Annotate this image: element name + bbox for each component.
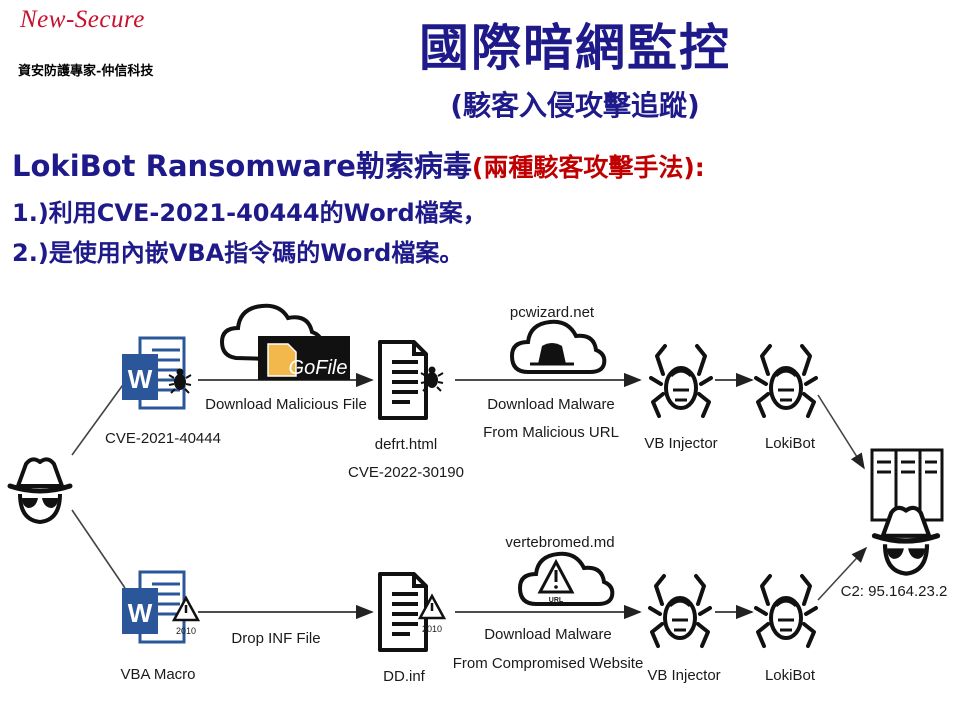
bottom-doc-label: VBA Macro bbox=[120, 666, 195, 683]
lokibot-icon-bottom bbox=[754, 574, 818, 648]
flow-arrows bbox=[71, 372, 868, 620]
vb-injector-icon-bottom bbox=[648, 574, 712, 648]
word-doc-icon-top: W bbox=[122, 336, 186, 410]
svg-text:URL: URL bbox=[549, 597, 564, 604]
heading-main: LokiBot Ransomware勒索病毒 bbox=[12, 149, 472, 183]
bottom-arrow2-line2: From Compromised Website bbox=[453, 655, 644, 672]
section-heading: LokiBot Ransomware勒索病毒(兩種駭客攻擊手法): bbox=[12, 143, 705, 185]
top-arrow2-line1: Download Malware bbox=[487, 396, 615, 413]
top-doc-label: CVE-2021-40444 bbox=[105, 430, 221, 447]
warning-badge-icon-file: 2010 bbox=[417, 593, 447, 634]
warning-badge-icon-doc: 2010 bbox=[171, 595, 201, 636]
word-doc-icon-bottom: W bbox=[122, 570, 186, 644]
file-icon-top bbox=[378, 340, 428, 420]
brand-tagline: 資安防護專家-仲信科技 bbox=[18, 64, 154, 79]
vb-injector-icon-top bbox=[649, 344, 713, 418]
method-1: 1.)利用CVE-2021-40444的Word檔案， bbox=[12, 199, 487, 227]
bottom-arrow2-line1: Download Malware bbox=[484, 626, 612, 643]
top-site-label: pcwizard.net bbox=[510, 304, 595, 321]
svg-text:GoFile: GoFile bbox=[289, 357, 348, 379]
svg-text:W: W bbox=[128, 598, 153, 628]
top-injector-label: VB Injector bbox=[644, 435, 717, 452]
gofile-logo: GoFile bbox=[258, 336, 350, 380]
page-title: 國際暗網監控 bbox=[419, 19, 731, 77]
svg-text:W: W bbox=[128, 364, 153, 394]
svg-text:2010: 2010 bbox=[176, 626, 196, 636]
bottom-malware-label: LokiBot bbox=[765, 667, 816, 684]
bottom-site-label: vertebromed.md bbox=[505, 534, 614, 551]
attack-flow-diagram: W CVE-2021-40444 GoFile Download Malicio… bbox=[0, 303, 948, 685]
lokibot-icon-top bbox=[754, 344, 818, 418]
c2-server-icon bbox=[870, 448, 944, 522]
method-2: 2.)是使用內嵌VBA指令碼的Word檔案。 bbox=[12, 239, 464, 267]
heading-note: (兩種駭客攻擊手法): bbox=[471, 153, 705, 182]
top-arrow2-line2: From Malicious URL bbox=[483, 424, 619, 441]
hacker-icon bbox=[10, 459, 70, 522]
compromised-site-cloud-icon: URL bbox=[517, 551, 615, 606]
malicious-site-cloud-icon bbox=[509, 319, 607, 374]
top-arrow1-label: Download Malicious File bbox=[205, 396, 367, 413]
bottom-injector-label: VB Injector bbox=[647, 667, 720, 684]
top-file-label: defrt.html bbox=[375, 436, 438, 453]
bottom-arrow1-label: Drop INF File bbox=[231, 630, 320, 647]
bottom-file-label: DD.inf bbox=[383, 668, 426, 685]
svg-text:2010: 2010 bbox=[422, 624, 442, 634]
top-file-cve: CVE-2022-30190 bbox=[348, 464, 464, 481]
top-malware-label: LokiBot bbox=[765, 435, 816, 452]
c2-label: C2: 95.164.23.2 bbox=[841, 583, 948, 600]
brand-logo: New-Secure bbox=[20, 6, 145, 33]
file-icon-bottom bbox=[378, 572, 428, 652]
page-subtitle: (駭客入侵攻擊追蹤) bbox=[450, 89, 700, 122]
